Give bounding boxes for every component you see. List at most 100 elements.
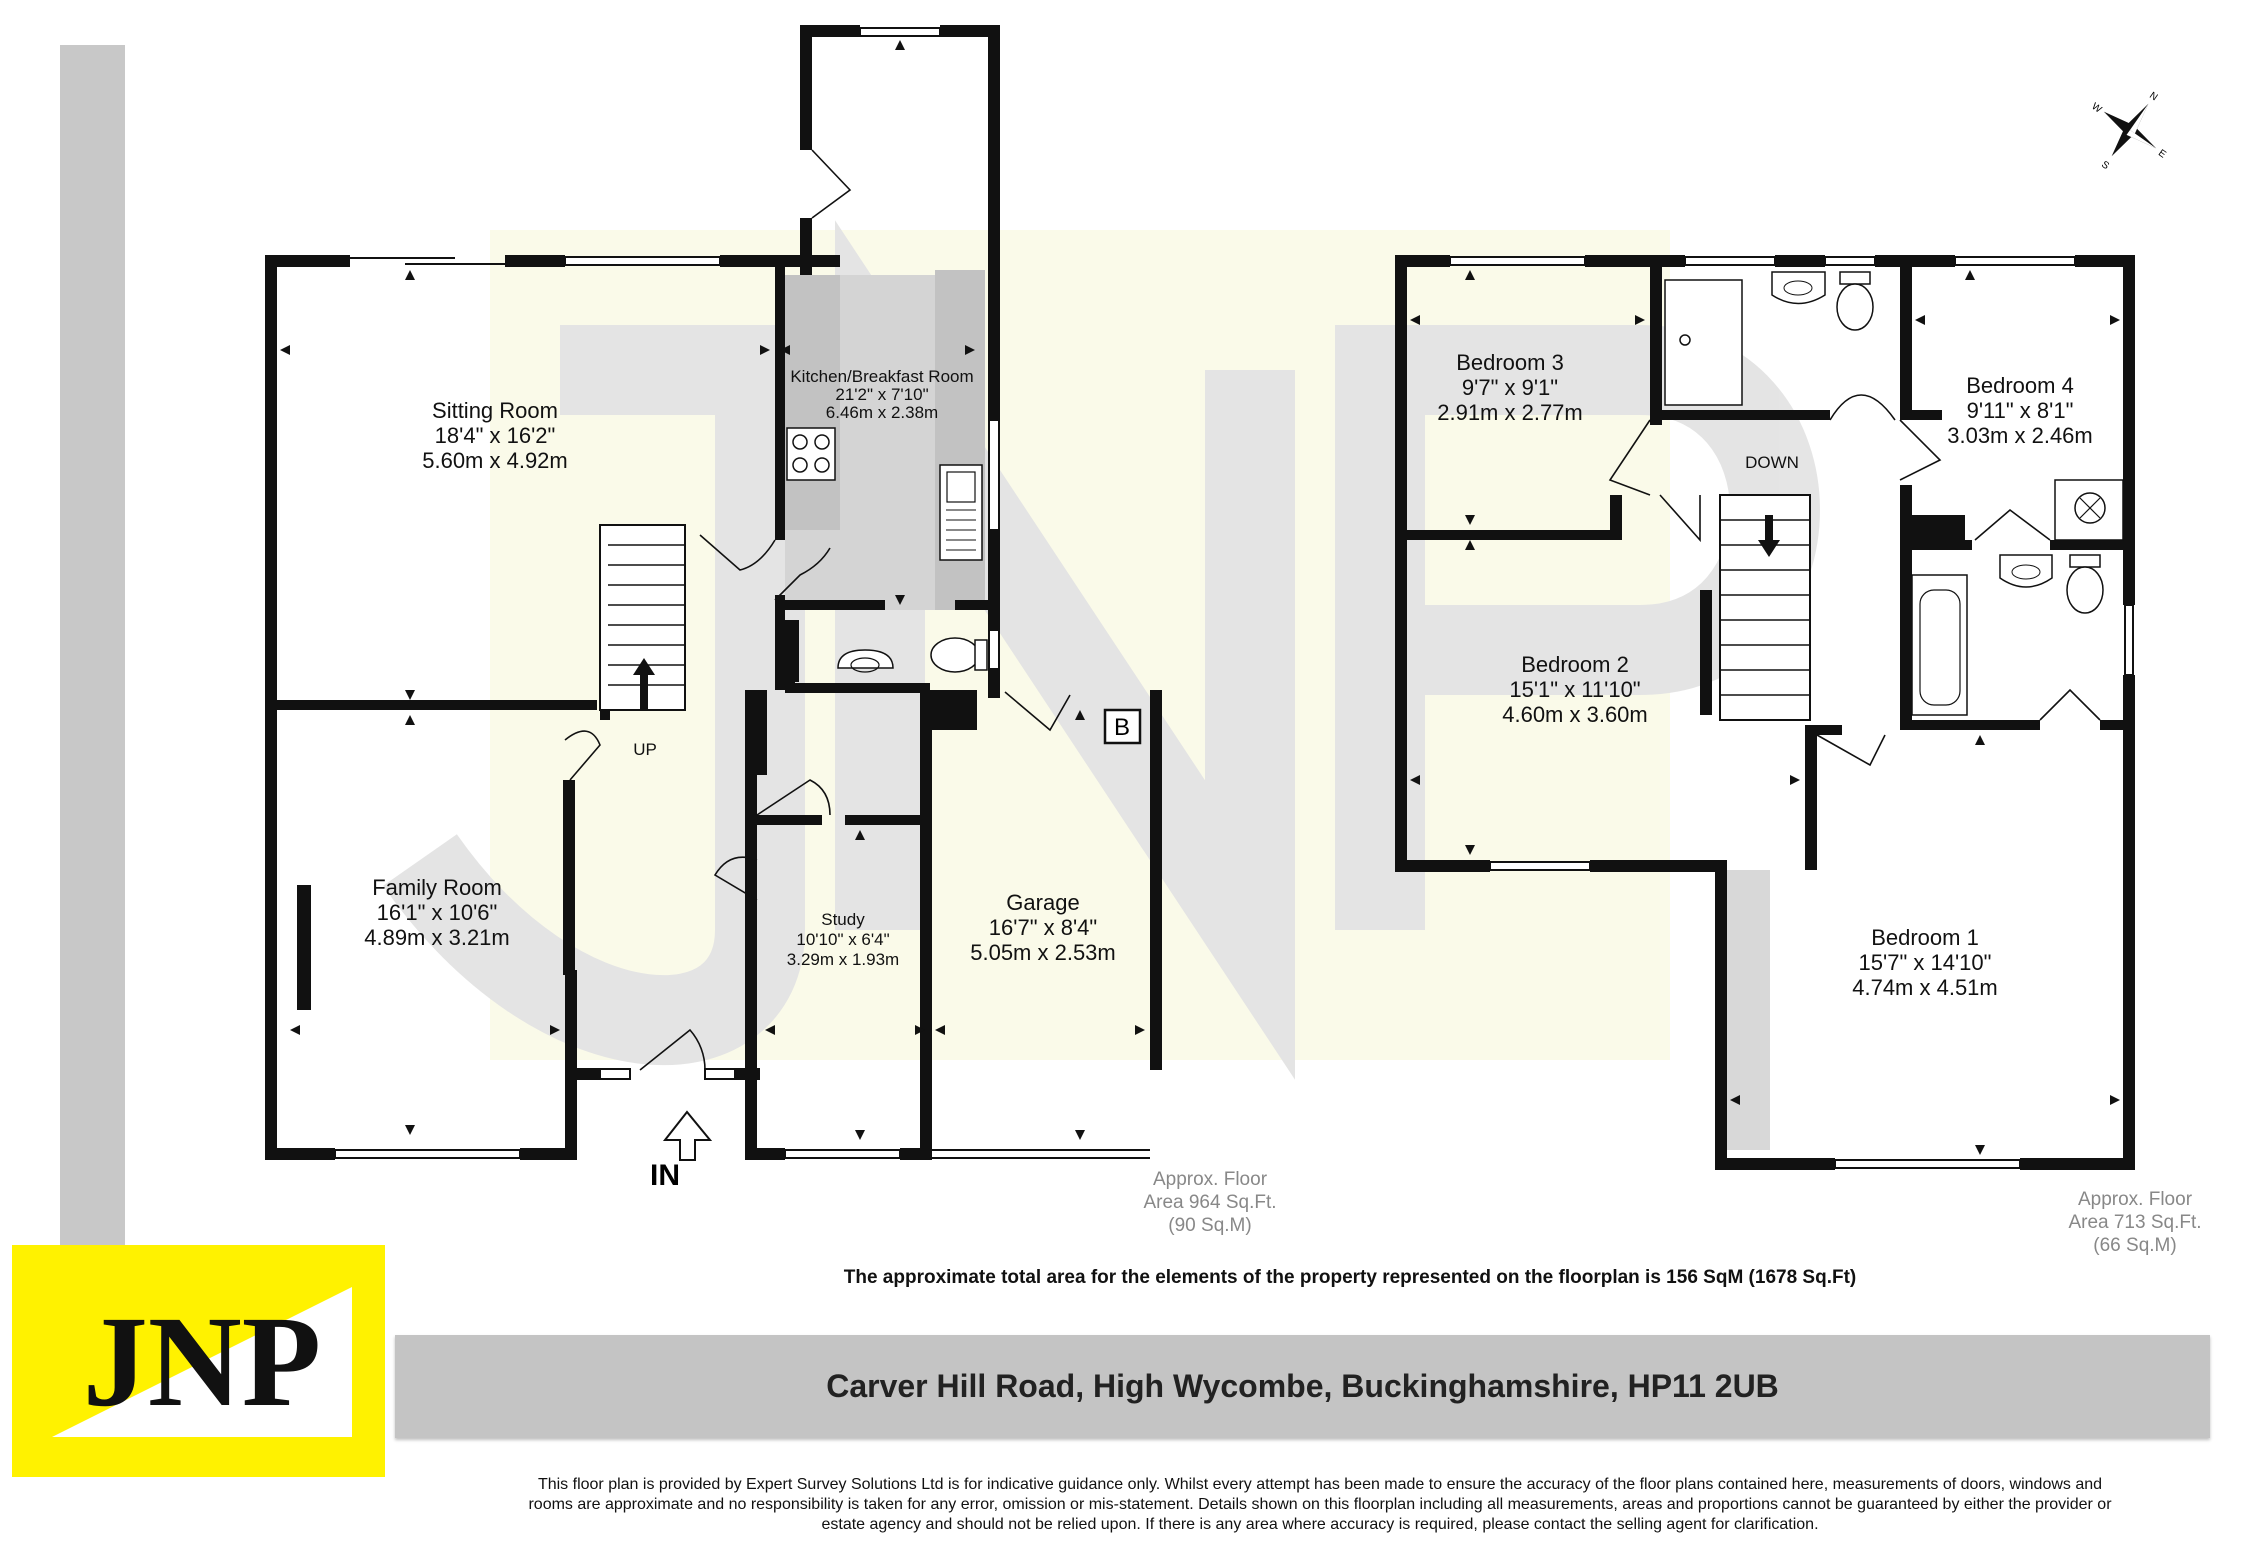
wall bbox=[800, 25, 860, 37]
wall bbox=[1650, 410, 1830, 420]
wall bbox=[505, 255, 565, 267]
room-name: Bedroom 2 bbox=[1521, 652, 1629, 677]
wall bbox=[932, 690, 977, 730]
wall bbox=[1407, 530, 1617, 540]
wall bbox=[988, 530, 1000, 630]
room-size-metric: 6.46m x 2.38m bbox=[826, 403, 938, 422]
wall bbox=[1900, 550, 1912, 725]
wall bbox=[1912, 410, 1942, 420]
stairs-up-label: UP bbox=[633, 740, 657, 759]
window bbox=[1449, 256, 1586, 266]
wall bbox=[265, 255, 350, 267]
room-size-imperial: 21'2" x 7'10" bbox=[835, 385, 928, 404]
door bbox=[2039, 688, 2101, 721]
toilet bbox=[930, 637, 988, 673]
first-floor: DOWN bbox=[1395, 255, 2202, 1256]
door bbox=[639, 1028, 706, 1071]
room-size-metric: 4.60m x 3.60m bbox=[1502, 702, 1648, 727]
floor-area-label: (66 Sq.M) bbox=[2093, 1235, 2176, 1256]
agency-logo: JNP bbox=[12, 1245, 385, 1477]
wall bbox=[265, 255, 277, 1160]
room-size-metric: 3.29m x 1.93m bbox=[787, 950, 899, 969]
door bbox=[1816, 734, 1886, 767]
wall bbox=[845, 815, 925, 825]
window bbox=[564, 256, 721, 266]
wall bbox=[988, 668, 1000, 698]
cylinder-cupboard bbox=[2054, 479, 2124, 541]
door bbox=[756, 779, 831, 816]
wall bbox=[1150, 690, 1162, 1070]
kitchen-sink bbox=[939, 464, 983, 561]
shower-tray bbox=[1664, 279, 1743, 406]
room-size-imperial: 15'1" x 11'10" bbox=[1509, 677, 1640, 702]
door bbox=[1659, 494, 1701, 543]
jnp-logo-graphic: JNP bbox=[52, 1287, 352, 1437]
door bbox=[1899, 419, 1942, 481]
floor-area-label: (90 Sq.M) bbox=[1168, 1215, 1251, 1236]
wall bbox=[1715, 860, 1727, 1170]
window bbox=[1824, 256, 1876, 266]
compass-n: N bbox=[2147, 90, 2159, 103]
wc-basin bbox=[837, 649, 894, 673]
room-size-imperial: 9'7" x 9'1" bbox=[1462, 375, 1558, 400]
wall bbox=[745, 690, 757, 1160]
window bbox=[704, 1068, 736, 1080]
left-margin-strip bbox=[60, 45, 125, 1245]
floor-area-label: Approx. Floor bbox=[1153, 1169, 1268, 1190]
door bbox=[1974, 508, 2051, 541]
door bbox=[713, 856, 758, 901]
door bbox=[1608, 419, 1651, 496]
wall bbox=[1650, 255, 1662, 425]
room-size-imperial: 18'4" x 16'2" bbox=[435, 423, 556, 448]
room-size-metric: 2.91m x 2.77m bbox=[1437, 400, 1583, 425]
basin bbox=[1999, 554, 2053, 588]
wall bbox=[1715, 1158, 1835, 1170]
wall bbox=[1610, 495, 1622, 540]
staircase-up bbox=[599, 524, 686, 711]
door bbox=[774, 547, 831, 601]
room-name: Garage bbox=[1006, 890, 1079, 915]
compass-s: S bbox=[2099, 159, 2111, 172]
wall bbox=[565, 970, 577, 1160]
window bbox=[859, 27, 941, 37]
boiler-label: B bbox=[1114, 714, 1130, 741]
wall bbox=[520, 1148, 575, 1160]
wall bbox=[265, 1148, 335, 1160]
wall bbox=[1875, 255, 1955, 267]
room-name: Bedroom 3 bbox=[1456, 350, 1564, 375]
wall bbox=[745, 1148, 785, 1160]
wall bbox=[1660, 255, 1685, 267]
wall bbox=[800, 218, 812, 275]
wall bbox=[1805, 725, 1817, 870]
room-size-imperial: 16'7" x 8'4" bbox=[989, 915, 1097, 940]
wall bbox=[1900, 515, 1965, 550]
wall bbox=[297, 885, 311, 1010]
window bbox=[988, 419, 1000, 531]
wall bbox=[1395, 860, 1490, 872]
measure-ticks bbox=[280, 40, 1145, 1140]
wall bbox=[1590, 860, 1725, 872]
entrance-label: IN bbox=[650, 1159, 680, 1192]
window bbox=[784, 1149, 901, 1159]
room-size-metric: 4.74m x 4.51m bbox=[1852, 975, 1998, 1000]
room-name: Sitting Room bbox=[432, 398, 558, 423]
door bbox=[811, 149, 852, 219]
wall bbox=[1585, 255, 1660, 267]
window bbox=[1684, 256, 1776, 266]
room-size-imperial: 9'11" x 8'1" bbox=[1967, 398, 2074, 423]
wall bbox=[785, 620, 795, 690]
wall bbox=[2123, 550, 2135, 605]
wall bbox=[988, 270, 1000, 420]
window bbox=[988, 629, 1000, 671]
door bbox=[1829, 394, 1896, 421]
wall bbox=[1775, 255, 1825, 267]
compass-icon: N E S W bbox=[2089, 90, 2168, 172]
logo-text: JNP bbox=[83, 1290, 321, 1434]
wall bbox=[775, 265, 785, 540]
toilet bbox=[2066, 554, 2104, 614]
wall bbox=[563, 780, 575, 975]
room-size-imperial: 15'7" x 14'10" bbox=[1859, 950, 1992, 975]
wall bbox=[1395, 255, 1450, 267]
measure-ticks bbox=[1410, 270, 2120, 1155]
door bbox=[564, 730, 601, 781]
